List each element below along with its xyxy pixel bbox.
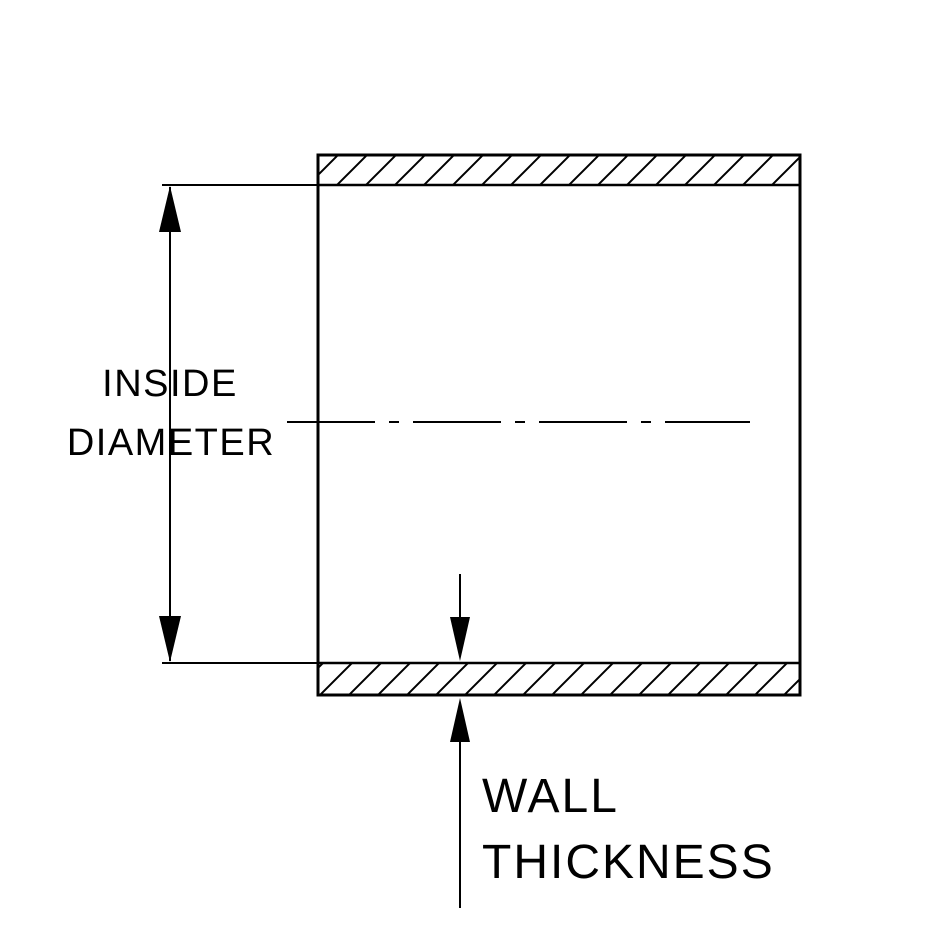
bottom-wall-hatch bbox=[318, 663, 800, 695]
wall-thickness-label-line2: THICKNESS bbox=[482, 836, 775, 889]
wall-thickness-arrow-up bbox=[450, 698, 470, 742]
top-wall-hatch bbox=[318, 155, 800, 185]
wall-thickness-label-line1: WALL bbox=[482, 770, 619, 823]
wall-thickness-arrow-down bbox=[450, 617, 470, 661]
inside-diameter-label-line2: DIAMETER bbox=[67, 422, 275, 464]
inside-diameter-label-line1: INSIDE bbox=[102, 363, 238, 405]
tube-outline bbox=[316, 153, 802, 697]
dimension-arrow-top bbox=[159, 186, 181, 232]
dimension-arrow-bottom bbox=[159, 616, 181, 662]
